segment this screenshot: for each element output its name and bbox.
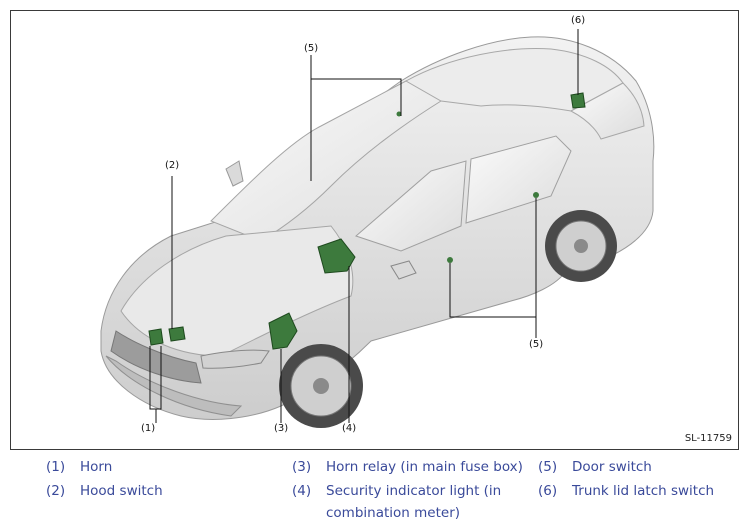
rear-window — [569, 82, 645, 140]
legend-number: (2) — [46, 483, 66, 499]
legend-number: (3) — [292, 459, 312, 475]
callout-5-bottom: (5) — [529, 339, 544, 350]
side-window-rear — [465, 135, 572, 224]
legend-item-horn: (1) Horn — [46, 456, 112, 478]
callout-5-top: (5) — [304, 43, 319, 54]
legend: (1) Horn (2) Hood switch (3) Horn relay (in… — [0, 456, 750, 529]
legend-text: Hood switch — [80, 483, 163, 499]
security-light-component — [317, 238, 356, 274]
headlight — [200, 349, 270, 369]
door-switch-rear-component — [533, 192, 539, 198]
trunk-latch-component — [570, 92, 586, 109]
front-wheel — [279, 344, 363, 428]
legend-item-horn-relay: (3) Horn relay (in main fuse box) — [292, 456, 523, 478]
legend-text: Horn — [80, 459, 113, 475]
side-window-front — [355, 160, 467, 252]
legend-text: Trunk lid latch switch — [572, 483, 715, 499]
leader-lines — [149, 29, 579, 423]
legend-number: (5) — [538, 459, 558, 475]
legend-item-security-indicator: (4) Security indicator light (in combinati… — [292, 480, 501, 524]
legend-number: (1) — [46, 459, 66, 475]
figure-id: SL-11759 — [684, 433, 732, 444]
side-mirror — [390, 260, 417, 280]
front-grille — [110, 330, 202, 384]
vehicle-diagram: (5) (6) (2) (1) (3) (4) (5) SL-11759 — [10, 10, 739, 450]
door-switch-front-component — [447, 257, 453, 263]
callout-6: (6) — [571, 15, 586, 26]
hood-switch-component — [168, 326, 186, 342]
rear-wheel — [545, 210, 617, 282]
legend-number: (6) — [538, 483, 558, 499]
legend-item-trunk-latch: (6) Trunk lid latch switch — [538, 480, 714, 502]
roof — [404, 48, 624, 112]
horn-component — [148, 328, 164, 346]
legend-item-door-switch: (5) Door switch — [538, 456, 652, 478]
legend-text: Horn relay (in main fuse box) — [326, 459, 523, 475]
legend-text: Security indicator light (in — [326, 483, 502, 499]
legend-text: Door switch — [572, 459, 652, 475]
mirror-left — [225, 160, 244, 187]
door-switch-roof-component — [396, 111, 402, 117]
callout-2: (2) — [165, 160, 180, 171]
legend-number: (4) — [292, 483, 312, 499]
callout-1: (1) — [141, 423, 156, 434]
hood — [120, 225, 354, 357]
horn-relay-component — [268, 312, 298, 350]
car-illustration — [100, 29, 655, 428]
legend-item-hood-switch: (2) Hood switch — [46, 480, 163, 502]
front-bumper — [105, 355, 243, 417]
legend-text-line2: combination meter) — [326, 505, 461, 521]
callout-4: (4) — [342, 423, 357, 434]
callout-3: (3) — [274, 423, 289, 434]
